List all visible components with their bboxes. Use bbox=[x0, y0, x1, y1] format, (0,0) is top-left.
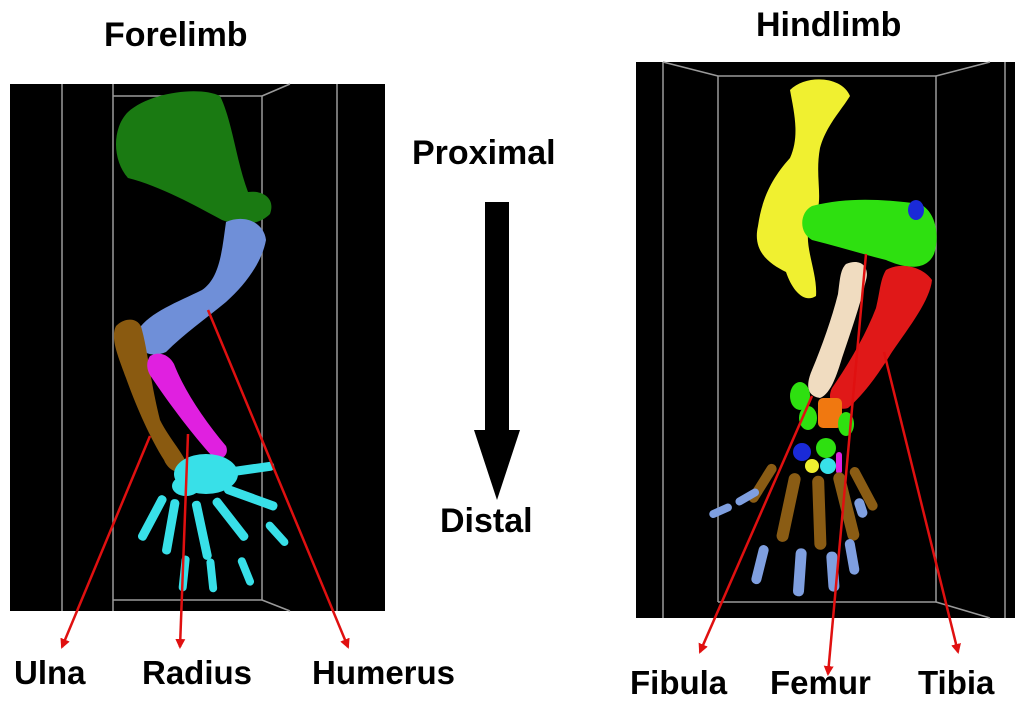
fibula-pointer bbox=[700, 396, 812, 652]
hand-bones bbox=[137, 454, 290, 593]
pelvis bbox=[757, 79, 850, 298]
patella bbox=[908, 200, 924, 220]
scapula bbox=[116, 91, 271, 224]
tibia-pointer bbox=[884, 352, 958, 652]
humerus-bone bbox=[137, 219, 266, 355]
proximal-distal-arrow bbox=[474, 202, 520, 500]
ulna-pointer bbox=[62, 436, 150, 647]
